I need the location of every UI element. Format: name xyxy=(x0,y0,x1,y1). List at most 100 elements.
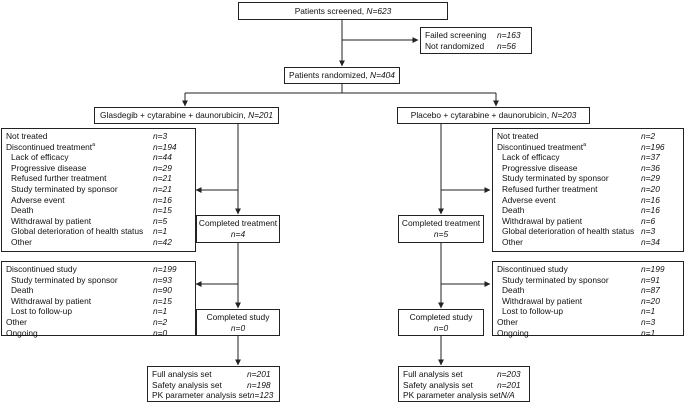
list-item-label: Other xyxy=(11,236,32,247)
list-item-label: Lack of efficacy xyxy=(502,152,560,163)
completed-study-n: n=0 xyxy=(433,322,449,333)
list-item-label: Ongoing xyxy=(6,327,38,338)
list-item-label: Discontinued treatmenta xyxy=(497,141,587,152)
list-item-label: Global deterioration of health status xyxy=(502,226,635,237)
list-item: Lack of efficacy n=37 xyxy=(497,152,679,163)
list-item-label: Study terminated by sponsor xyxy=(502,173,609,184)
list-item-value: n=2 xyxy=(641,131,656,141)
list-item-label: Discontinued treatmenta xyxy=(6,141,96,152)
list-item-label: PK parameter analysis set xyxy=(403,390,501,401)
list-item-value: n=3 xyxy=(153,131,168,141)
list-item-label: Discontinued study xyxy=(6,264,77,274)
list-item-value: n=87 xyxy=(641,285,660,296)
list-item-value: n=29 xyxy=(153,162,172,173)
list-item-label: Withdrawal by patient xyxy=(11,215,92,226)
list-item: Other n=42 xyxy=(6,237,191,248)
list-item: Lost to follow-up n=1 xyxy=(497,306,679,317)
list-item-value: n=163 xyxy=(497,30,521,40)
glasdegib-arm-label: Glasdegib + cytarabine + daunorubicin, N… xyxy=(100,110,273,121)
list-item-label: Lost to follow-up xyxy=(11,306,72,317)
list-item-label: PK parameter analysis set xyxy=(152,390,250,401)
list-item-label: Other xyxy=(497,316,518,327)
list-item-value: n=201 xyxy=(247,369,271,379)
list-item: Study terminated by sponsor n=21 xyxy=(6,184,191,195)
list-item-label: Refused further treatment xyxy=(502,183,598,194)
list-item: Adverse event n=16 xyxy=(497,195,679,206)
list-item-value: n=37 xyxy=(641,152,660,163)
list-item-value: n=203 xyxy=(497,369,521,379)
list-item-value: n=29 xyxy=(641,173,660,184)
list-item: Lost to follow-up n=1 xyxy=(6,306,191,317)
list-item-value: n=1 xyxy=(641,327,656,338)
list-item-value: n=16 xyxy=(641,194,660,205)
footnote-marker: a xyxy=(583,141,587,148)
list-item-value: n=91 xyxy=(641,274,660,285)
list-item-label: Global deterioration of health status xyxy=(11,226,144,237)
list-item-value: n=2 xyxy=(153,316,168,327)
list-item-value: n=3 xyxy=(641,316,656,327)
list-item-value: n=93 xyxy=(153,274,172,285)
list-item-value: n=42 xyxy=(153,236,172,247)
list-item-value: n=16 xyxy=(153,194,172,205)
list-item-value: n=201 xyxy=(497,379,521,390)
list-item: Discontinued study n=199 xyxy=(6,264,191,275)
list-item: Study terminated by sponsor n=29 xyxy=(497,173,679,184)
patients-randomized-box: Patients randomized, N=404 xyxy=(284,67,400,84)
list-item-label: Progressive disease xyxy=(11,162,87,173)
placebo-completed-treatment-box: Completed treatment n=5 xyxy=(398,215,484,243)
list-item-value: n=21 xyxy=(153,183,172,194)
completed-study-n: n=0 xyxy=(230,322,246,333)
patients-randomized-label: Patients randomized, N=404 xyxy=(289,70,395,81)
list-item-label: Adverse event xyxy=(502,194,556,205)
list-item-value: n=15 xyxy=(153,295,172,306)
list-item-label: Full analysis set xyxy=(152,369,212,379)
list-item-label: Ongoing xyxy=(497,327,529,338)
list-item-value: n=20 xyxy=(641,295,660,306)
list-item-value: n=199 xyxy=(153,264,177,274)
list-item-label: Safety analysis set xyxy=(403,379,473,390)
list-item: Safety analysis set n=201 xyxy=(403,380,525,391)
list-item-label: Death xyxy=(11,285,34,296)
list-item-label: Lost to follow-up xyxy=(502,306,563,317)
list-item: Not treated n=2 xyxy=(497,131,679,142)
completed-treatment-n: n=4 xyxy=(230,229,246,239)
list-item: Progressive disease n=29 xyxy=(6,163,191,174)
list-item-label: Safety analysis set xyxy=(152,379,222,390)
completed-treatment-label: Completed treatment xyxy=(401,218,481,229)
list-item-label: Not randomized xyxy=(425,40,485,51)
list-item-value: n=1 xyxy=(153,306,168,317)
list-item-label: Study terminated by sponsor xyxy=(11,183,118,194)
list-item-label: Refused further treatment xyxy=(11,173,107,184)
list-item-value: n=1 xyxy=(153,226,168,237)
list-item-value: n=1 xyxy=(641,306,656,317)
list-item-label: Adverse event xyxy=(11,194,65,205)
list-item: Ongoing n=1 xyxy=(497,328,679,339)
list-item-label: Not treated xyxy=(497,131,539,141)
list-item-value: n=3 xyxy=(641,226,656,237)
list-item-label: Death xyxy=(502,205,525,216)
